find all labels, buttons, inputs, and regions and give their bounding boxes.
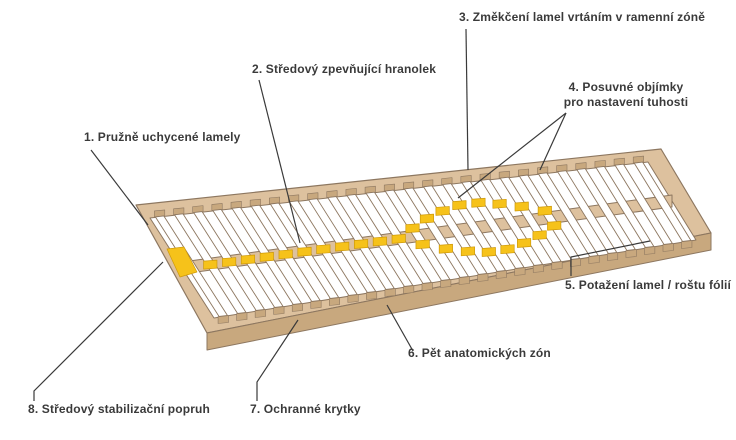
label-drilled-slats-shoulder-zone: 3. Změkčení lamel vrtáním v ramenní zóně [459,10,706,24]
leader-lines [33,28,651,401]
label-stabilizing-strap: 8. Středový stabilizační popruh [28,402,211,416]
label-sprung-slats: 1. Pružně uchycené lamely [84,130,241,144]
label-anatomic-zones: 6. Pět anatomických zón [408,346,551,360]
label-sliding-clamps: 4. Posuvné objímky pro nastavení tuhosti [556,80,696,110]
label-sliding-clamps-line2: pro nastavení tuhosti [563,95,689,109]
sliding-clamps [166,197,562,278]
label-sliding-clamps-line1: 4. Posuvné objímky [568,80,684,94]
label-foil-covering: 5. Potažení lamel / roštu fólií [565,278,732,292]
label-center-reinforcing-bar: 2. Středový zpevňující hranolek [252,62,437,76]
label-protective-caps: 7. Ochranné krytky [250,402,361,416]
